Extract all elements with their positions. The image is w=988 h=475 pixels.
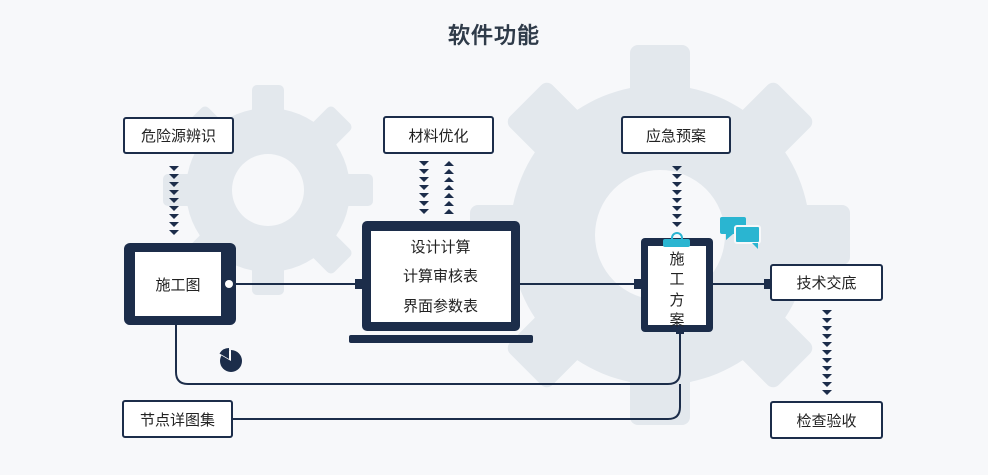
arrow-down-chain-hazard xyxy=(169,166,179,235)
arrow-down-chain-briefing xyxy=(822,310,832,395)
clipboard-char: 施 xyxy=(669,250,685,268)
node-material-optimization: 材料优化 xyxy=(383,116,494,154)
arrow-down-chain-material xyxy=(419,161,429,214)
node-technical-briefing: 技术交底 xyxy=(770,264,883,301)
clipboard-char: 工 xyxy=(669,270,685,289)
arrow-down-chain-emergency xyxy=(672,166,682,227)
laptop-device xyxy=(349,221,533,343)
tablet-device xyxy=(124,243,236,325)
laptop-line-design-calc: 设计计算 xyxy=(410,238,471,257)
clipboard-char: 案 xyxy=(669,310,685,329)
pie-chart-icon xyxy=(219,348,242,372)
node-detail-drawings: 节点详图集 xyxy=(122,400,233,438)
clipboard-text: 施 工 方 案 xyxy=(660,250,694,330)
laptop-line-calc-review: 计算审核表 xyxy=(402,267,478,286)
connector-lines xyxy=(175,283,770,420)
clipboard-clip-icon xyxy=(663,232,690,247)
page-title: 软件功能 xyxy=(447,24,540,49)
clipboard-char: 方 xyxy=(669,290,685,309)
node-emergency-plan: 应急预案 xyxy=(621,116,731,154)
laptop-screen-text: 设计计算 计算审核表 界面参数表 xyxy=(371,232,510,320)
clipboard-device xyxy=(641,238,713,332)
node-inspection-acceptance: 检查验收 xyxy=(770,401,883,439)
chat-bubbles-icon xyxy=(720,217,761,249)
tablet-label: 施工图 xyxy=(155,275,201,294)
node-hazard-identification: 危险源辨识 xyxy=(123,117,234,154)
gear-icon xyxy=(470,45,850,425)
laptop-line-interface-params: 界面参数表 xyxy=(402,296,478,315)
arrow-up-chain-material xyxy=(444,161,454,214)
